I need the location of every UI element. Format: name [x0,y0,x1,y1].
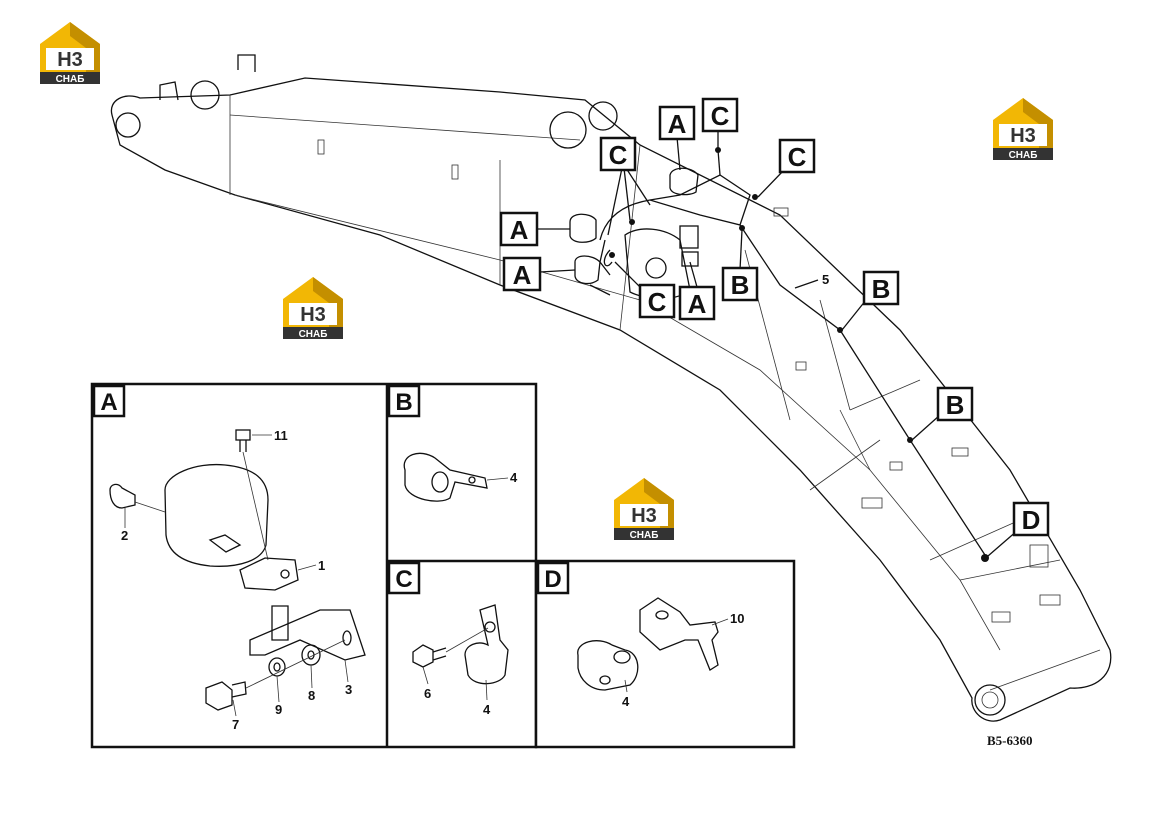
svg-text:C: C [788,142,807,172]
callout-c4: C [638,283,676,319]
svg-text:H3: H3 [631,505,657,527]
callout-a2: A [502,256,542,292]
callout-b2: B [862,270,900,306]
logo-middle-left: H3 CHAБ [283,277,343,340]
logo-center: H3 CHAБ [614,478,674,541]
boom-outline [110,54,1112,722]
svg-text:4: 4 [622,694,630,709]
svg-text:CHAБ: CHAБ [56,74,85,85]
svg-text:C: C [711,101,730,131]
svg-text:B: B [395,389,412,416]
svg-text:D: D [544,566,561,593]
svg-text:C: C [609,140,628,170]
svg-text:4: 4 [483,702,491,717]
callout-c3: C [778,138,816,174]
callout-a4: A [678,285,716,321]
svg-text:B: B [872,274,891,304]
svg-text:A: A [668,109,687,139]
callout-d1: D [1012,501,1050,537]
panel-c: C 6 4 [387,561,509,717]
work-lamp-left-lower [574,255,611,296]
svg-text:9: 9 [275,702,282,717]
part-label-5: 5 [822,272,829,287]
panel-a: A 11 2 1 [92,384,366,732]
svg-text:1: 1 [318,558,325,573]
work-lamp-left-upper [569,213,597,243]
svg-text:H3: H3 [300,304,326,326]
callout-a3: A [658,105,696,141]
callout-b3: B [936,386,974,422]
svg-text:7: 7 [232,717,239,732]
panel-b: B 4 [387,384,518,502]
callout-a1: A [499,211,539,247]
wiring-harness [599,147,989,562]
detail-panels [90,382,796,749]
svg-text:B: B [731,270,750,300]
svg-text:A: A [688,289,707,319]
callout-c2: C [701,97,739,133]
figure-code: B5-6360 [987,733,1033,748]
svg-text:H3: H3 [1010,125,1036,147]
svg-text:10: 10 [730,611,744,626]
panel-d: D 10 4 [536,561,744,709]
svg-text:8: 8 [308,688,315,703]
svg-text:2: 2 [121,528,128,543]
work-lamp-top [669,167,699,196]
svg-text:C: C [395,566,412,593]
svg-text:B: B [946,390,965,420]
callout-c1: C [599,136,637,172]
svg-text:H3: H3 [57,49,83,71]
svg-text:11: 11 [274,428,288,443]
svg-text:3: 3 [345,682,352,697]
svg-text:4: 4 [510,470,518,485]
svg-text:D: D [1022,505,1041,535]
logo-top-right: H3 CHAБ [993,98,1053,161]
logo-top-left: H3 CHAБ [40,22,100,85]
svg-text:6: 6 [424,686,431,701]
callout-leaders [537,130,1019,557]
svg-text:CHAБ: CHAБ [630,530,659,541]
connector-box [679,225,699,267]
svg-text:A: A [510,215,529,245]
callout-b1: B [721,266,759,302]
svg-text:C: C [648,287,667,317]
svg-text:CHAБ: CHAБ [299,329,328,340]
svg-text:CHAБ: CHAБ [1009,150,1038,161]
svg-text:A: A [100,389,117,416]
svg-text:A: A [513,260,532,290]
